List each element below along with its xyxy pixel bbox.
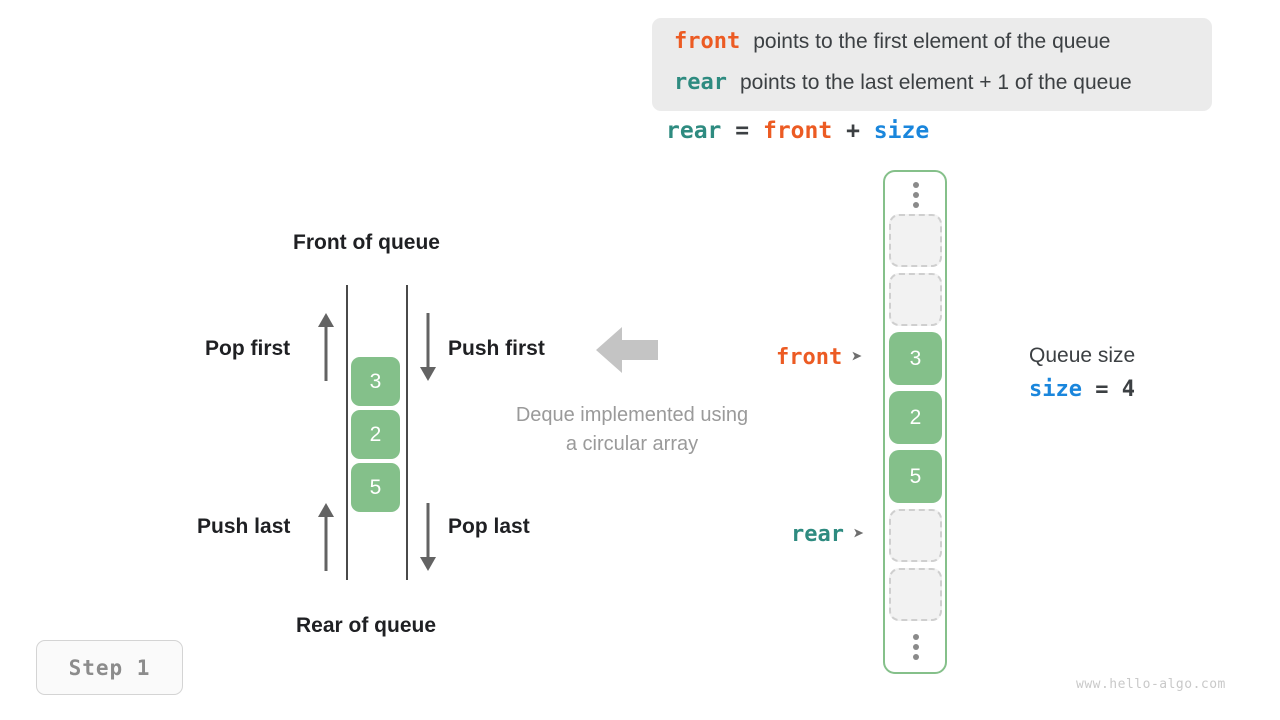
definition-line-front: front points to the first element of the… — [674, 29, 1110, 54]
queue-size-block: Queue size size = 4 — [1029, 344, 1135, 402]
front-keyword: front — [674, 29, 741, 54]
rear-keyword: rear — [674, 70, 727, 95]
rear-pointer-arrowhead-icon: ➤ — [852, 523, 865, 545]
array-ellipsis-bottom-icon — [889, 627, 942, 667]
watermark: www.hello-algo.com — [1076, 677, 1226, 692]
formula-plus: + — [846, 118, 860, 144]
array-slot-empty — [889, 273, 942, 326]
deque-caption-line1: Deque implemented using — [515, 404, 749, 426]
definition-line-rear: rear points to the last element + 1 of t… — [674, 70, 1132, 95]
rear-pointer: rear ➤ — [791, 522, 864, 547]
transform-left-arrow-icon — [596, 327, 658, 373]
deque-caption: Deque implemented using a circular array — [493, 401, 771, 459]
array-slot-filled: 2 — [889, 391, 942, 444]
array-slot-empty — [889, 214, 942, 267]
deque-cell: 5 — [351, 463, 400, 512]
label-pop-first: Pop first — [205, 337, 291, 360]
rear-pointer-label: rear — [791, 522, 844, 547]
deque-cell: 3 — [351, 357, 400, 406]
definition-box: front points to the first element of the… — [652, 18, 1212, 111]
queue-size-title: Queue size — [1029, 344, 1136, 367]
label-push-last: Push last — [197, 515, 291, 538]
array-slot-filled: 3 — [889, 332, 942, 385]
size-equals: = — [1095, 377, 1109, 402]
push-first-arrow-icon — [420, 313, 436, 381]
label-push-first: Push first — [448, 337, 545, 360]
size-value: 4 — [1121, 377, 1135, 402]
label-pop-last: Pop last — [448, 515, 530, 538]
formula-equals: = — [735, 118, 750, 144]
label-rear-of-queue: Rear of queue — [296, 614, 437, 637]
array-slot-filled: 5 — [889, 450, 942, 503]
push-last-arrow-icon — [318, 503, 334, 571]
deque-rail-left — [346, 285, 348, 580]
array-ellipsis-top-icon — [889, 175, 942, 215]
front-pointer-label: front — [776, 345, 843, 370]
deque-cell: 2 — [351, 410, 400, 459]
array-slot-empty — [889, 509, 942, 562]
formula-rear-equals-front-plus-size: rear = front + size — [666, 118, 929, 144]
step-badge: Step 1 — [36, 640, 183, 695]
pop-first-arrow-icon — [318, 313, 334, 381]
size-keyword: size — [1029, 377, 1082, 402]
deque-rail-right — [406, 285, 408, 580]
array-slot-empty — [889, 568, 942, 621]
formula-size: size — [873, 118, 930, 144]
formula-rear: rear — [666, 118, 722, 144]
front-pointer-arrowhead-icon: ➤ — [851, 346, 863, 368]
queue-size-expression: size = 4 — [1029, 377, 1135, 402]
rear-description: points to the last element + 1 of the qu… — [739, 71, 1132, 94]
label-front-of-queue: Front of queue — [293, 231, 440, 254]
front-description: points to the first element of the queue — [753, 30, 1111, 53]
formula-front: front — [762, 118, 833, 144]
pop-last-arrow-icon — [420, 503, 436, 571]
front-pointer: front ➤ — [776, 345, 863, 370]
deque-caption-line2: a circular array — [565, 433, 699, 455]
